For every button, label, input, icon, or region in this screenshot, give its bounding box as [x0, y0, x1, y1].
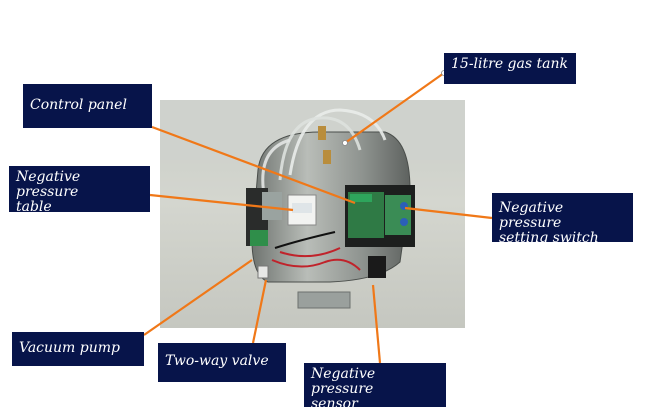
leader-line-vacuum-pump	[143, 259, 253, 336]
leader-line-negative-pressure-table	[149, 193, 294, 212]
wire	[274, 231, 336, 249]
fitting	[318, 126, 326, 140]
pump-head	[250, 230, 268, 246]
gauge-display	[292, 203, 312, 213]
label-negative-pressure-table: Negative pressure table	[9, 166, 150, 215]
terminal-block	[350, 194, 372, 202]
base-bracket	[297, 291, 351, 309]
leader-line-control-panel	[151, 125, 356, 205]
setting-switch-board	[385, 195, 411, 235]
fitting	[323, 150, 331, 164]
label-negative-pressure-sensor: Negative pressure sensor	[304, 363, 446, 412]
pump-side	[262, 192, 282, 220]
tube	[278, 116, 362, 181]
leader-line-setting-switch	[404, 206, 493, 220]
wire	[279, 247, 341, 258]
pressure-sensor	[368, 256, 386, 278]
leader-line-two-way-valve	[251, 279, 268, 344]
label-vacuum-pump: Vacuum pump	[12, 332, 144, 366]
tube	[288, 108, 387, 176]
leader-line-gas-tank	[344, 72, 445, 144]
wire	[271, 258, 361, 271]
label-two-way-valve: Two-way valve	[158, 343, 286, 382]
label-negative-pressure-setting-switch: Negative pressure setting switch	[492, 193, 633, 246]
leader-line-pressure-sensor	[371, 284, 382, 364]
label-gas-tank: 15-litre gas tank	[444, 53, 576, 84]
valve	[257, 265, 269, 279]
setting-knob	[400, 218, 408, 226]
label-control-panel: Control panel	[23, 84, 152, 128]
leader-dot	[342, 140, 348, 146]
